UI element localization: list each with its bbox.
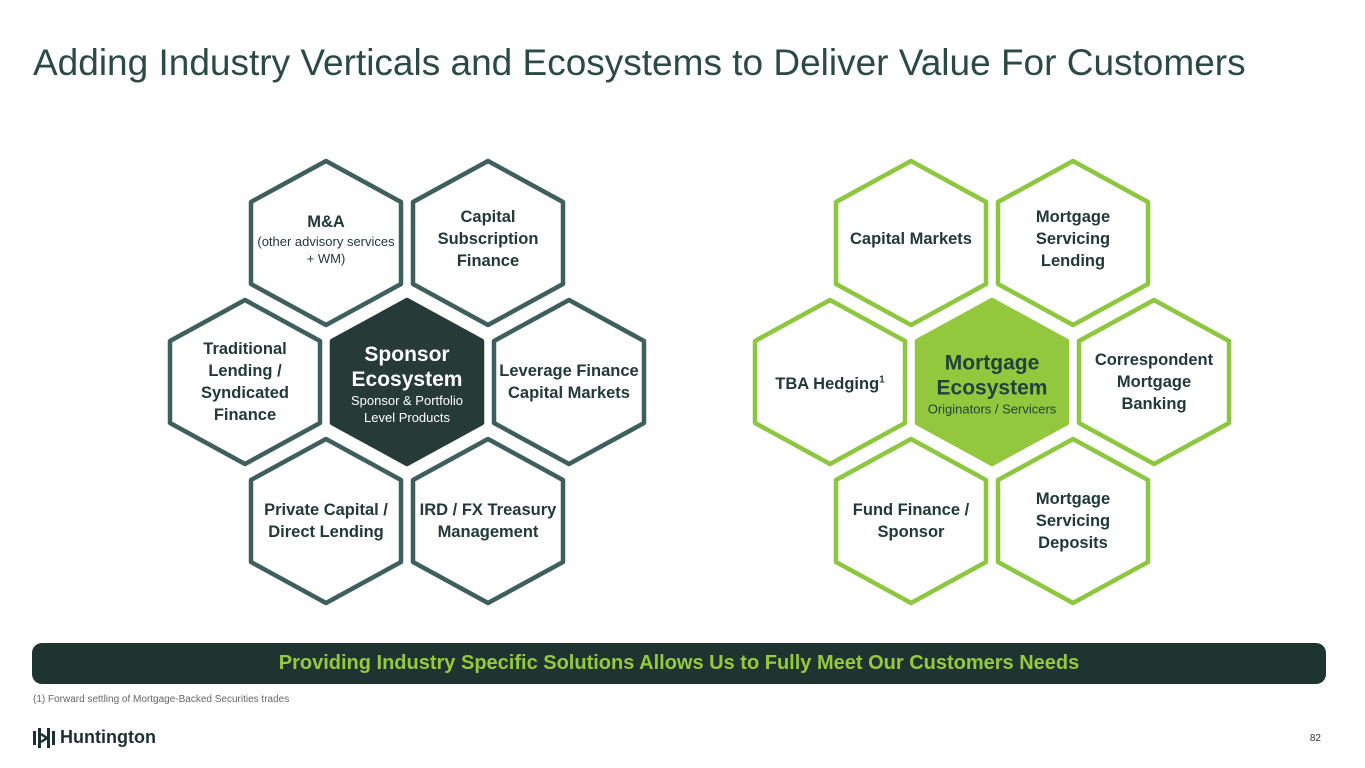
sponsor-hex-label-2: Traditional Lending / Syndicated Finance (175, 338, 315, 426)
mortgage-hex-0 (833, 158, 989, 328)
huntington-logo-icon (33, 727, 55, 748)
sponsor-hex-2 (167, 297, 323, 467)
hex-title: Capital Markets (850, 230, 972, 248)
sponsor-hex-label-1: Capital Subscription Finance (418, 206, 558, 272)
hex-title: Private Capital / Direct Lending (264, 501, 388, 541)
hex-title: Sponsor Ecosystem (351, 343, 463, 391)
hex-title: Capital Subscription Finance (437, 208, 539, 270)
hex-title: Mortgage Servicing Lending (1035, 208, 1111, 270)
mortgage-hex-label-0: Capital Markets (841, 228, 981, 250)
mortgage-center-hex (914, 297, 1070, 467)
mortgage-hex-label-4: Fund Finance / Sponsor (841, 499, 981, 543)
footnote: (1) Forward settling of Mortgage-Backed … (33, 694, 290, 705)
sponsor-hex-label-0: M&A (other advisory services + WM) (256, 211, 396, 267)
sponsor-center-hex (329, 297, 485, 467)
sponsor-hex-1 (410, 158, 566, 328)
hex-title: Mortgage Ecosystem (936, 351, 1048, 400)
hex-title: M&A (307, 213, 345, 231)
sponsor-hex-3 (491, 297, 647, 467)
hex-title: Traditional Lending / Syndicated Finance (200, 340, 290, 424)
hex-subtitle: Originators / Servicers (927, 401, 1057, 417)
mortgage-hex-5 (995, 436, 1151, 606)
mortgage-hex-1 (995, 158, 1151, 328)
mortgage-hex-label-3: Correspondent Mortgage Banking (1084, 349, 1224, 415)
logo-text: Huntington (60, 727, 156, 747)
mortgage-hex-label-5: Mortgage Servicing Deposits (1003, 488, 1143, 554)
footnote-marker: 1 (879, 374, 885, 386)
page-title: Adding Industry Verticals and Ecosystems… (33, 42, 1246, 83)
sponsor-hex-label-5: IRD / FX Treasury Management (418, 499, 558, 543)
mortgage-hex-4 (833, 436, 989, 606)
hex-subtitle: (other advisory services + WM) (257, 234, 395, 266)
sponsor-hex-4 (248, 436, 404, 606)
hex-title: IRD / FX Treasury Management (419, 501, 557, 541)
mortgage-hex-label-1: Mortgage Servicing Lending (1003, 206, 1143, 272)
sponsor-hex-0 (248, 158, 404, 328)
mortgage-hex-3 (1076, 297, 1232, 467)
huntington-logo: Huntington (33, 727, 156, 748)
hex-title: Leverage Finance Capital Markets (499, 362, 639, 402)
mortgage-hex-label-2: TBA Hedging1 (760, 369, 900, 395)
hex-subtitle: Sponsor & Portfolio Level Products (350, 393, 463, 425)
banner: Providing Industry Specific Solutions Al… (32, 643, 1326, 684)
mortgage-hex-2 (752, 297, 908, 467)
hex-title: Correspondent Mortgage Banking (1094, 351, 1214, 413)
sponsor-hex-label-3: Leverage Finance Capital Markets (499, 360, 639, 404)
sponsor-hex-5 (410, 436, 566, 606)
page-number: 82 (1309, 733, 1321, 744)
hex-title: Fund Finance / Sponsor (852, 501, 970, 541)
hex-title: Mortgage Servicing Deposits (1035, 490, 1111, 552)
hex-title: TBA Hedging (775, 374, 880, 393)
sponsor-hex-label-4: Private Capital / Direct Lending (256, 499, 396, 543)
